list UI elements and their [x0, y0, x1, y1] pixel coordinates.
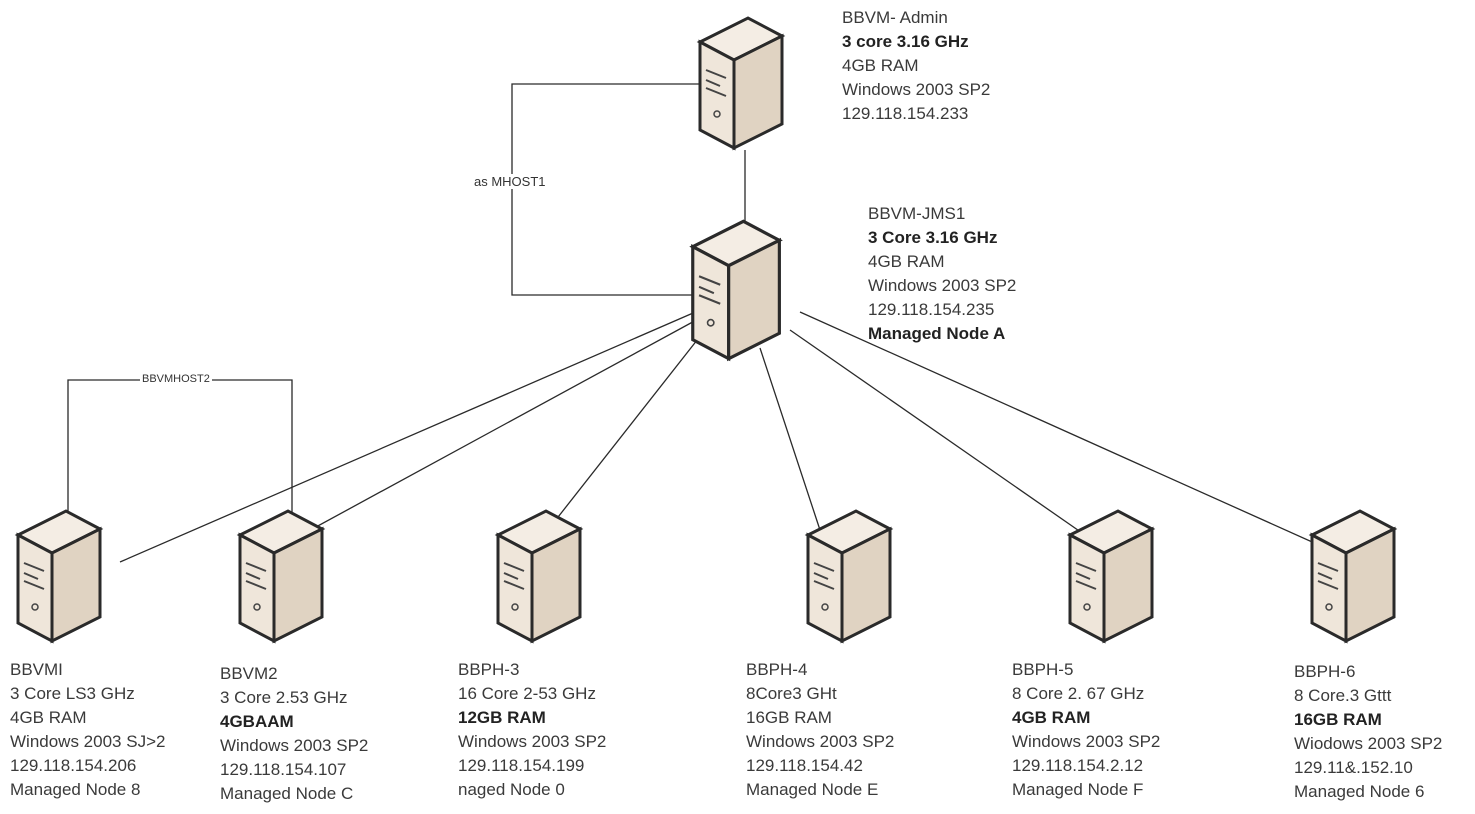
- node-role: Managed Node F: [1012, 780, 1144, 799]
- node-os: Windows 2003 SJ>2: [10, 732, 166, 751]
- node-ram: 4GB RAM: [10, 708, 87, 727]
- bbvmhost2-label: BBVMHOST2: [140, 373, 212, 385]
- node-admin-label: BBVM- Admin 3 core 3.16 GHz 4GB RAM Wind…: [842, 6, 990, 126]
- server-icon-vm2: [230, 505, 330, 652]
- node-ip: 129.118.154.199: [458, 756, 585, 775]
- node-ram: 4GB RAM: [842, 56, 919, 75]
- node-ram: 4GB RAM: [1012, 708, 1091, 727]
- server-icon-jms: [680, 215, 790, 370]
- node-name: BBPH-6: [1294, 662, 1356, 681]
- node-name: BBPH-4: [746, 660, 808, 679]
- node-ph3-label: BBPH-3 16 Core 2-53 GHz 12GB RAM Windows…: [458, 658, 606, 802]
- node-role: Managed Node A: [868, 324, 1006, 343]
- node-ip: 129.118.154.107: [220, 760, 347, 779]
- link-jms-ph3: [539, 329, 706, 541]
- node-role: Managed Node E: [746, 780, 879, 799]
- link-jms-ph5: [789, 329, 1086, 536]
- node-ram: 16GB RAM: [746, 708, 832, 727]
- link-jms-ph4: [759, 347, 821, 531]
- node-ph5-label: BBPH-5 8 Core 2. 67 GHz 4GB RAM Windows …: [1012, 658, 1160, 802]
- node-role: Managed Node 6: [1294, 782, 1425, 801]
- link-jms-ph6: [799, 311, 1331, 551]
- link-jms-vm2: [269, 317, 701, 553]
- node-cpu: 3 Core LS3 GHz: [10, 684, 135, 703]
- node-name: BBVM-JMS1: [868, 204, 966, 223]
- link-bbvmhost1: [511, 83, 700, 296]
- link-bbvmhost2: [67, 379, 293, 520]
- node-name: BBVMI: [10, 660, 63, 679]
- server-icon-ph3: [488, 505, 588, 652]
- node-os: Windows 2003 SP2: [868, 276, 1017, 295]
- node-cpu: 3 Core 3.16 GHz: [868, 228, 998, 247]
- node-ip: 129.118.154.235: [868, 300, 995, 319]
- node-name: BBVM2: [220, 664, 278, 683]
- node-name: BBPH-5: [1012, 660, 1074, 679]
- node-name: BBPH-3: [458, 660, 520, 679]
- node-os: Windows 2003 SP2: [220, 736, 369, 755]
- link-jms-vm1: [119, 309, 701, 563]
- node-cpu: 3 Core 2.53 GHz: [220, 688, 348, 707]
- node-role: Managed Node C: [220, 784, 354, 803]
- node-ip: 129.118.154.2.12: [1012, 756, 1144, 775]
- node-ph4-label: BBPH-4 8Core3 GHt 16GB RAM Windows 2003 …: [746, 658, 894, 802]
- server-icon-ph6: [1302, 505, 1402, 652]
- server-icon-admin: [690, 12, 790, 159]
- server-icon-vm1: [8, 505, 108, 652]
- node-ph6-label: BBPH-6 8 Core.3 Gttt 16GB RAM Wiodows 20…: [1294, 660, 1442, 804]
- node-os: Windows 2003 SP2: [458, 732, 607, 751]
- node-cpu: 16 Core 2-53 GHz: [458, 684, 596, 703]
- node-ip: 129.11&.152.10: [1294, 758, 1413, 777]
- node-role: Managed Node 8: [10, 780, 141, 799]
- node-os: Windows 2003 SP2: [1012, 732, 1161, 751]
- node-ip: 129.118.154.233: [842, 104, 969, 123]
- node-vm2-label: BBVM2 3 Core 2.53 GHz 4GBAAM Windows 200…: [220, 662, 368, 806]
- node-ram: 16GB RAM: [1294, 710, 1382, 729]
- node-cpu: 8Core3 GHt: [746, 684, 837, 703]
- node-ip: 129.118.154.206: [10, 756, 137, 775]
- node-jms-label: BBVM-JMS1 3 Core 3.16 GHz 4GB RAM Window…: [868, 202, 1016, 346]
- node-role: naged Node 0: [458, 780, 565, 799]
- node-cpu: 3 core 3.16 GHz: [842, 32, 969, 51]
- node-ram: 4GBAAM: [220, 712, 294, 731]
- node-ram: 12GB RAM: [458, 708, 546, 727]
- server-icon-ph4: [798, 505, 898, 652]
- node-vm1-label: BBVMI 3 Core LS3 GHz 4GB RAM Windows 200…: [10, 658, 165, 802]
- node-os: Wiodows 2003 SP2: [1294, 734, 1443, 753]
- node-ram: 4GB RAM: [868, 252, 945, 271]
- node-os: Windows 2003 SP2: [746, 732, 895, 751]
- node-cpu: 8 Core.3 Gttt: [1294, 686, 1392, 705]
- node-ip: 129.118.154.42: [746, 756, 863, 775]
- server-icon-ph5: [1060, 505, 1160, 652]
- node-name: BBVM- Admin: [842, 8, 948, 27]
- bbvmhost1-label: as MHOST1: [472, 174, 548, 189]
- node-os: Windows 2003 SP2: [842, 80, 991, 99]
- node-cpu: 8 Core 2. 67 GHz: [1012, 684, 1145, 703]
